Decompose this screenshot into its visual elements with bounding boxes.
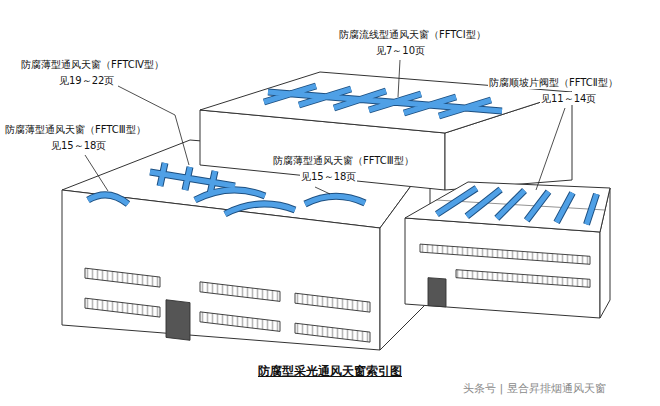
- window-band: [420, 244, 590, 264]
- skylight-slope-valve: [437, 188, 597, 224]
- callout-title: 防腐顺坡片阀型（FFTCⅡ型）: [488, 76, 619, 89]
- window-band: [295, 293, 370, 312]
- door: [428, 278, 446, 307]
- skylight-streamline: [264, 86, 502, 116]
- leader-line: [85, 155, 108, 191]
- leader-line: [536, 108, 565, 190]
- callout-title: 防腐薄型通风天窗（FFTCⅣ型）: [20, 58, 165, 71]
- page-reference: 见11～14页: [540, 92, 597, 105]
- door: [166, 300, 190, 340]
- window-band: [85, 268, 160, 287]
- skylight-outline: [437, 188, 597, 224]
- skylight-outline: [264, 86, 502, 116]
- leader-line: [315, 187, 330, 194]
- window-band: [85, 298, 160, 317]
- page-reference: 见19～22页: [58, 74, 115, 87]
- page-reference: 见15～18页: [50, 139, 107, 152]
- skylight-outline: [195, 190, 365, 214]
- leader-line: [398, 60, 400, 97]
- figure-caption: 防腐型采光通风天窗索引图: [258, 364, 402, 379]
- page-reference: 见15～18页: [300, 170, 357, 183]
- callout-title: 防腐薄型通风天窗（FFTCⅢ型）: [4, 123, 147, 136]
- watermark: 头条号 | 昱合昇排烟通风天窗: [462, 382, 607, 395]
- wall: [62, 190, 380, 350]
- window-band: [200, 312, 280, 332]
- window-band: [456, 270, 590, 288]
- wall: [405, 218, 600, 318]
- window-band: [200, 282, 280, 302]
- roof: [405, 182, 610, 232]
- callout-title: 防腐薄型通风天窗（FFTCⅢ型）: [272, 154, 415, 167]
- callout-title: 防腐流线型通风天窗（FFTCⅠ型）: [338, 28, 487, 41]
- skylight-thin-iii: [195, 190, 365, 214]
- skylight-outline: [88, 195, 128, 204]
- skylight-thin-iii: [88, 195, 128, 204]
- window-band: [295, 323, 370, 342]
- page-reference: 见7～10页: [375, 44, 426, 57]
